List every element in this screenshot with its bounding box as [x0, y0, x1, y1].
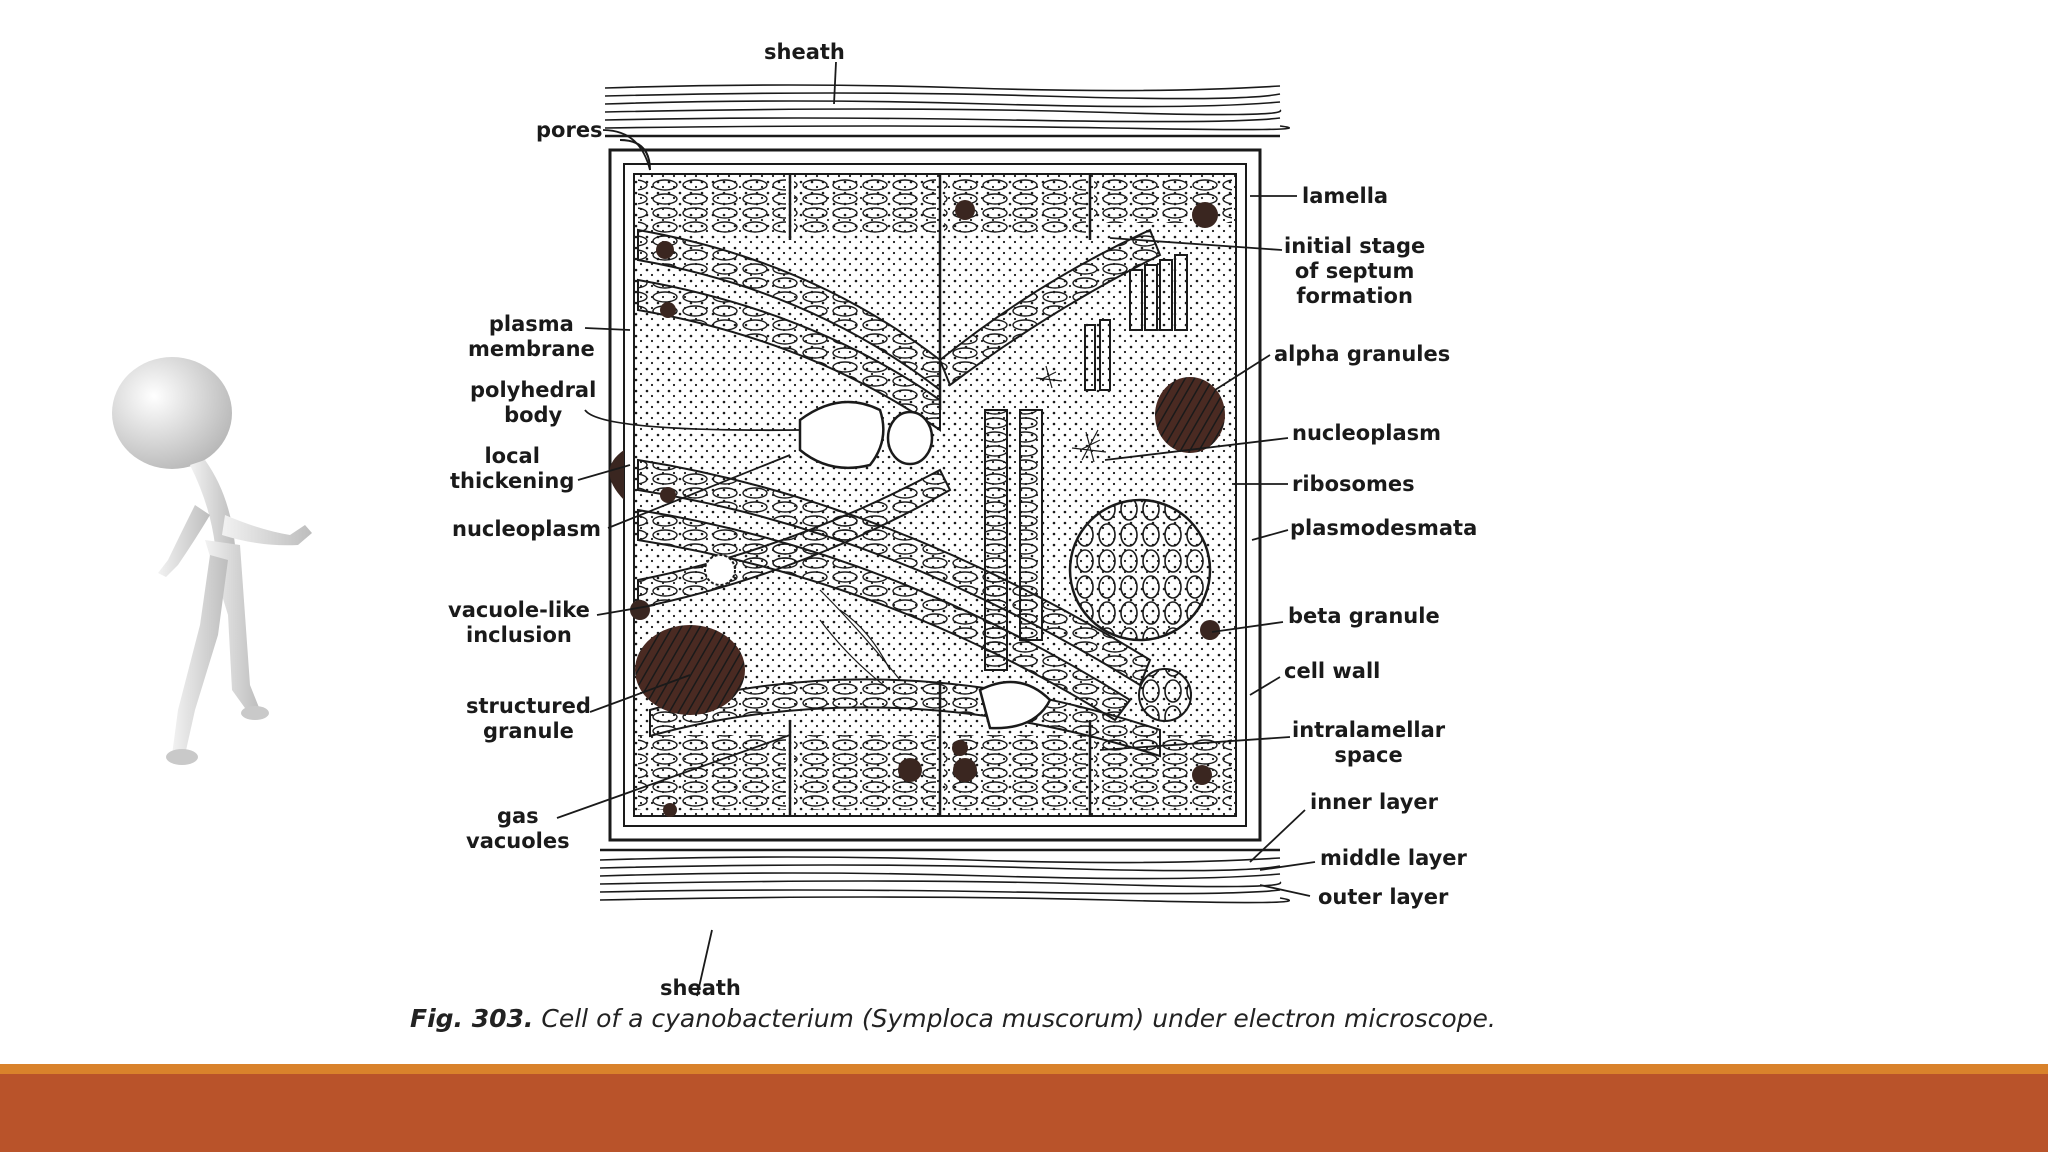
label-structured-granule: structured granule	[466, 694, 591, 744]
label-initial-stage-septum: initial stage of septum formation	[1284, 234, 1425, 309]
label-intralamellar-space: intralamellar space	[1292, 718, 1445, 768]
label-gas-vacuoles: gas vacuoles	[466, 804, 570, 854]
label-sheath-bottom: sheath	[660, 976, 741, 1001]
label-middle-layer: middle layer	[1320, 846, 1467, 871]
label-plasmodesmata: plasmodesmata	[1290, 516, 1477, 541]
label-sheath-top: sheath	[764, 40, 845, 65]
label-plasma-membrane: plasma membrane	[468, 312, 595, 362]
label-polyhedral-body: polyhedral body	[470, 378, 596, 428]
label-beta-granule: beta granule	[1288, 604, 1440, 629]
label-vacuole-like-inclusion: vacuole-like inclusion	[448, 598, 590, 648]
footer-band	[0, 1074, 2048, 1152]
footer-accent-stripe	[0, 1064, 2048, 1074]
label-nucleoplasm-left: nucleoplasm	[452, 517, 601, 542]
label-nucleoplasm-right: nucleoplasm	[1292, 421, 1441, 446]
label-local-thickening: local thickening	[450, 444, 574, 494]
figure-caption-text: Cell of a cyanobacterium (Symploca musco…	[541, 1004, 1495, 1033]
label-cell-wall: cell wall	[1284, 659, 1380, 684]
label-inner-layer: inner layer	[1310, 790, 1438, 815]
figure-caption: Fig. 303. Cell of a cyanobacterium (Symp…	[410, 1004, 1496, 1033]
label-outer-layer: outer layer	[1318, 885, 1448, 910]
label-alpha-granules: alpha granules	[1274, 342, 1450, 367]
label-ribosomes: ribosomes	[1292, 472, 1415, 497]
label-lamella: lamella	[1302, 184, 1388, 209]
figure-number: Fig. 303.	[410, 1004, 533, 1033]
label-pores: pores	[536, 118, 603, 143]
